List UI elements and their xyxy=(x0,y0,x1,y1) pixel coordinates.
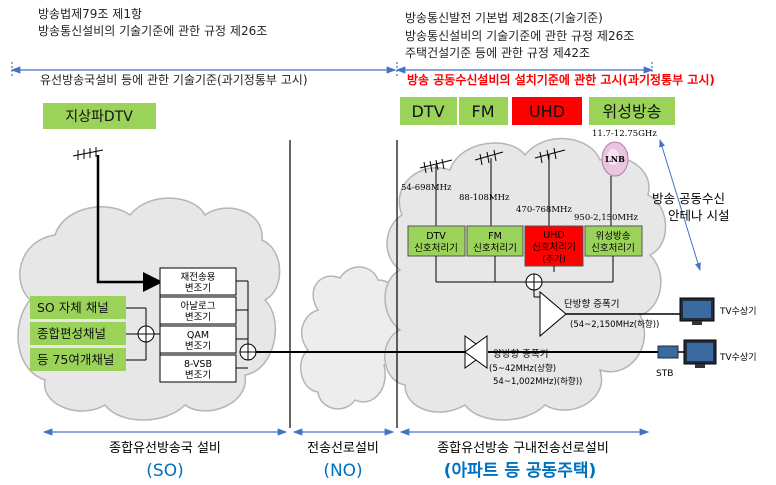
stb-icon xyxy=(657,345,679,359)
modulator-4-line1: 8-VSB xyxy=(184,359,212,370)
tv-icon-2 xyxy=(683,339,717,368)
freq-fm: 88-108MHz xyxy=(459,193,510,203)
modulator-1-line2: 변조기 xyxy=(185,283,211,294)
header-left-line2: 방송통신설비의 기술기준에 관한 규정 제26조 xyxy=(38,24,267,38)
bottom-no-label: 전송선로설비 xyxy=(307,441,379,456)
antenna-so-icon xyxy=(72,147,104,160)
satellite-dish-icon xyxy=(601,141,629,226)
bottom-so-abbr: (SO) xyxy=(146,461,183,481)
modulator-2-line1: 아날로그 xyxy=(181,301,216,312)
modulator-4-line2: 변조기 xyxy=(185,370,211,381)
bottom-apt-label: 종합유선방송 구내전송선로설비 xyxy=(437,441,609,456)
channel-box-2 xyxy=(30,322,126,345)
bottom-so-label: 종합유선방송국 설비 xyxy=(109,441,221,456)
tag-uhd: UHD xyxy=(529,102,565,121)
tag-satellite: 위성방송 xyxy=(603,102,662,121)
antenna-facility-line1: 방송 공동수신 xyxy=(652,191,725,206)
bi-amp-sub2: 54~1,002MHz)(하향)) xyxy=(493,376,582,387)
tag-fm: FM xyxy=(471,102,494,121)
tag-terrestrial-box xyxy=(43,103,156,129)
antenna-dtv-icon xyxy=(419,158,453,226)
header-right-line2: 방송통신설비의 기술기준에 관한 규정 제26조 xyxy=(405,29,634,43)
uni-amp-title: 단방향 증폭기 xyxy=(564,298,619,310)
mod-combiner xyxy=(236,280,257,369)
antenna-facility-line2: 안테나 시설 xyxy=(668,208,729,223)
uni-amp-sub: (54~2,150MHz(하향)) xyxy=(570,319,659,330)
channel-box-1 xyxy=(30,296,126,319)
tv1-label: TV수상기 xyxy=(719,306,757,317)
freq-ku: 11.7-12.75GHz xyxy=(592,129,657,139)
tag-terrestrial: 지상파DTV xyxy=(65,109,133,125)
stb-label: STB xyxy=(656,369,673,379)
channel-1: SO 자체 채널 xyxy=(37,300,109,315)
proc-uhd-box xyxy=(524,225,584,267)
proc-fm-line2: 신호처리기 xyxy=(473,242,517,254)
proc-fm-line1: FM xyxy=(488,231,502,242)
proc-sat-box xyxy=(584,225,643,257)
span-right-label: 방송 공동수신설비의 설치기준에 관한 고시(과기정통부 고시) xyxy=(407,72,715,87)
proc-dtv-line2: 신호처리기 xyxy=(414,242,458,254)
span-left-label: 유선방송국설비 등에 관한 기술기준(과기정통부 고시) xyxy=(40,73,308,87)
freq-sat: 950-2,150MHz xyxy=(574,213,639,223)
bi-amp-sub1: (5~42MHz(상향) xyxy=(489,363,556,374)
header-left-line1: 방송법제79조 제1항 xyxy=(38,7,142,21)
header-right-line3: 주택건설기준 등에 관한 규정 제42조 xyxy=(405,46,590,60)
modulator-box-1 xyxy=(159,267,237,296)
tag-uhd-box xyxy=(512,97,582,125)
proc-combiner xyxy=(435,256,614,298)
tag-fm-box xyxy=(459,97,508,125)
span-right xyxy=(395,62,654,78)
bottom-apt-abbr: (아파트 등 공동주택) xyxy=(444,461,597,481)
cloud-apt xyxy=(384,137,667,421)
tv-icon-1 xyxy=(679,297,715,325)
cloud-no xyxy=(300,266,400,410)
freq-dtv: 54-698MHz xyxy=(401,183,452,193)
antenna-uhd-icon xyxy=(534,147,566,226)
proc-uhd-line2: 신호처리기 xyxy=(532,241,576,253)
modulator-1-line1: 재전송용 xyxy=(181,272,216,283)
proc-uhd-line1: UHD xyxy=(543,230,564,241)
span-left xyxy=(10,62,397,78)
freq-uhd: 470-768MHz xyxy=(516,205,572,215)
modulator-box-2 xyxy=(159,296,237,325)
channel-3: 등 75여개채널 xyxy=(37,352,114,367)
tv2-label: TV수상기 xyxy=(719,352,757,363)
lnb-label: LNB xyxy=(605,154,625,164)
tag-satellite-box xyxy=(589,97,675,125)
tag-dtv: DTV xyxy=(411,102,444,121)
proc-dtv-line1: DTV xyxy=(426,231,446,242)
antenna-fm-icon xyxy=(474,149,504,226)
proc-sat-line2: 신호처리기 xyxy=(591,242,635,254)
so-feed-arrow xyxy=(96,155,163,292)
channel-2: 종합편성채널 xyxy=(37,326,106,341)
bi-amp-title: 양방향 증폭기 xyxy=(493,348,548,360)
header-right-line1: 방송통신발전 기본법 제28조(기술기준) xyxy=(405,11,603,25)
modulator-3-line2: 변조기 xyxy=(185,341,211,352)
uni-amp-icon xyxy=(539,290,567,338)
modulator-3-line1: QAM xyxy=(187,330,209,341)
proc-sat-line1: 위성방송 xyxy=(596,230,631,242)
antenna-facility-bracket xyxy=(659,139,701,271)
modulator-2-line2: 변조기 xyxy=(185,312,211,323)
tag-dtv-box xyxy=(400,97,457,125)
bi-amp-icon xyxy=(464,335,488,369)
bottom-no-abbr: (NO) xyxy=(323,461,362,481)
so-combiner xyxy=(126,281,161,368)
proc-uhd-line3: (추가) xyxy=(542,254,566,265)
modulator-box-4 xyxy=(159,354,237,383)
channel-box-3 xyxy=(30,348,126,371)
modulator-box-3 xyxy=(159,325,237,354)
